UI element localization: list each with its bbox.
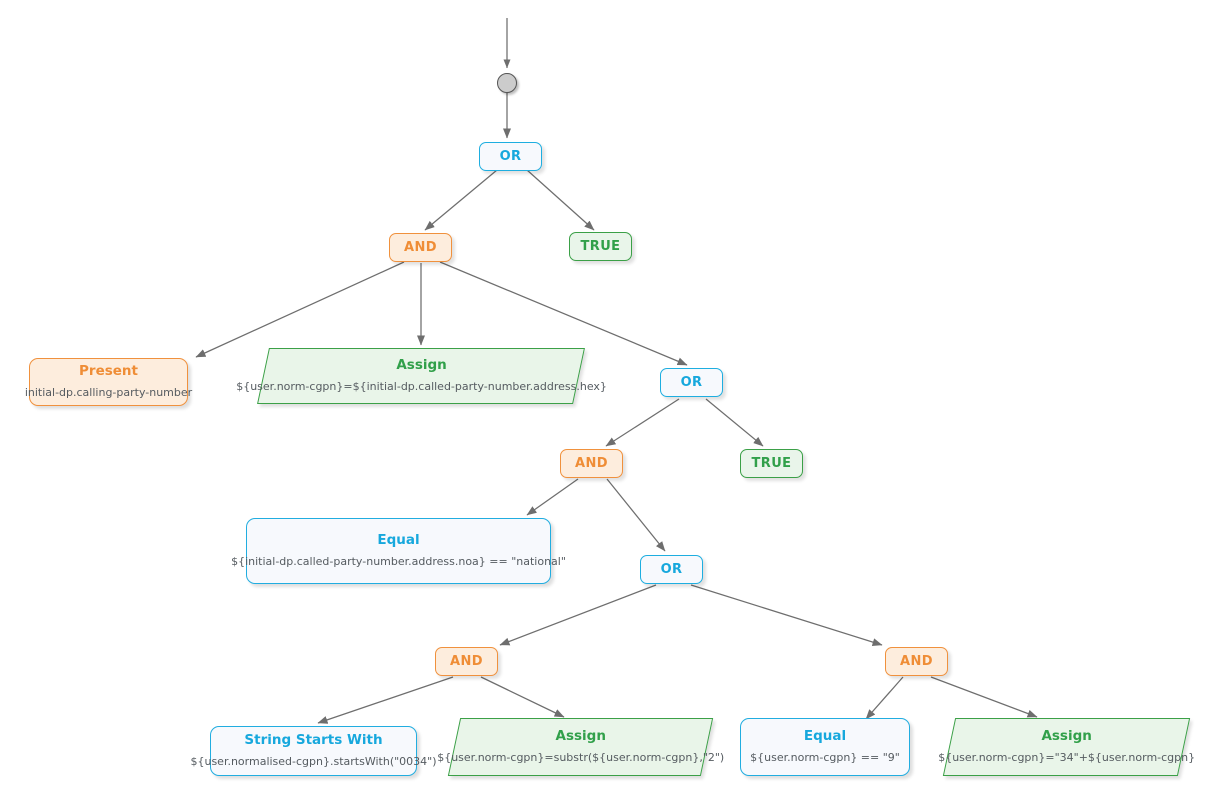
node-equal-1-title: Equal [377, 532, 420, 548]
node-or-2-label: OR [680, 375, 703, 390]
node-or-3-label: OR [660, 562, 683, 577]
node-assign-2-expression: ${user.norm-cgpn}=substr(${user.norm-cgp… [437, 751, 725, 764]
node-and-3[interactable]: AND [435, 647, 498, 676]
node-assign-3-title: Assign [1041, 728, 1092, 744]
node-and-1-label: AND [404, 240, 437, 255]
node-assign-1[interactable]: Assign ${user.norm-cgpn}=${initial-dp.ca… [236, 348, 607, 404]
edge-and1-present1 [195, 261, 405, 358]
edge-and4-assign3 [930, 676, 1038, 718]
node-present-1-title: Present [79, 363, 138, 379]
node-assign-3-expression: ${user.norm-cgpn}="34"+${user.norm-cgpn} [938, 751, 1196, 764]
node-and-4-label: AND [900, 654, 933, 669]
edge-or1-and1 [424, 169, 498, 231]
node-present-1[interactable]: Present initial-dp.calling-party-number [25, 358, 192, 406]
node-and-1[interactable]: AND [389, 233, 452, 262]
node-equal-2-expression: ${user.norm-cgpn} == "9" [750, 751, 900, 764]
node-true-1-label: TRUE [580, 239, 621, 254]
node-or-1[interactable]: OR [479, 142, 542, 171]
node-assign-2[interactable]: Assign ${user.norm-cgpn}=substr(${user.n… [437, 718, 724, 776]
node-string-starts-with-1[interactable]: String Starts With ${user.normalised-cgp… [190, 726, 437, 776]
edge-and4-equal2 [865, 676, 904, 720]
node-string-starts-with-1-title: String Starts With [244, 732, 383, 748]
node-and-2-label: AND [575, 456, 608, 471]
node-true-2[interactable]: TRUE [740, 449, 803, 478]
node-true-2-label: TRUE [751, 456, 792, 471]
node-assign-2-title: Assign [555, 728, 606, 744]
edge-or2-true2 [705, 398, 764, 447]
edge-or1-true1 [526, 169, 595, 231]
node-equal-2[interactable]: Equal ${user.norm-cgpn} == "9" [740, 718, 910, 776]
edge-or2-and2 [605, 398, 680, 447]
node-present-1-expression: initial-dp.calling-party-number [24, 386, 193, 399]
node-assign-3[interactable]: Assign ${user.norm-cgpn}="34"+${user.nor… [938, 718, 1195, 776]
edge-and3-assign2 [480, 676, 565, 718]
node-or-1-label: OR [499, 149, 522, 164]
node-equal-1-expression: ${initial-dp.called-party-number.address… [231, 555, 566, 568]
node-and-2[interactable]: AND [560, 449, 623, 478]
node-or-2[interactable]: OR [660, 368, 723, 397]
node-equal-1[interactable]: Equal ${initial-dp.called-party-number.a… [231, 518, 566, 584]
edge-and2-or3 [606, 478, 666, 552]
node-string-starts-with-1-expression: ${user.normalised-cgpn}.startsWith("0034… [190, 755, 437, 768]
edge-and3-stringstartswith1 [317, 676, 454, 724]
node-and-3-label: AND [450, 654, 483, 669]
edge-or3-and3 [499, 584, 657, 646]
node-true-1[interactable]: TRUE [569, 232, 632, 261]
node-equal-2-title: Equal [803, 728, 847, 744]
node-assign-1-expression: ${user.norm-cgpn}=${initial-dp.called-pa… [235, 380, 607, 393]
node-assign-1-title: Assign [395, 357, 447, 373]
node-and-4[interactable]: AND [885, 647, 948, 676]
edge-or3-and4 [690, 584, 883, 646]
node-or-3[interactable]: OR [640, 555, 703, 584]
start-node[interactable] [497, 73, 517, 93]
edge-and2-equal1 [526, 478, 579, 516]
